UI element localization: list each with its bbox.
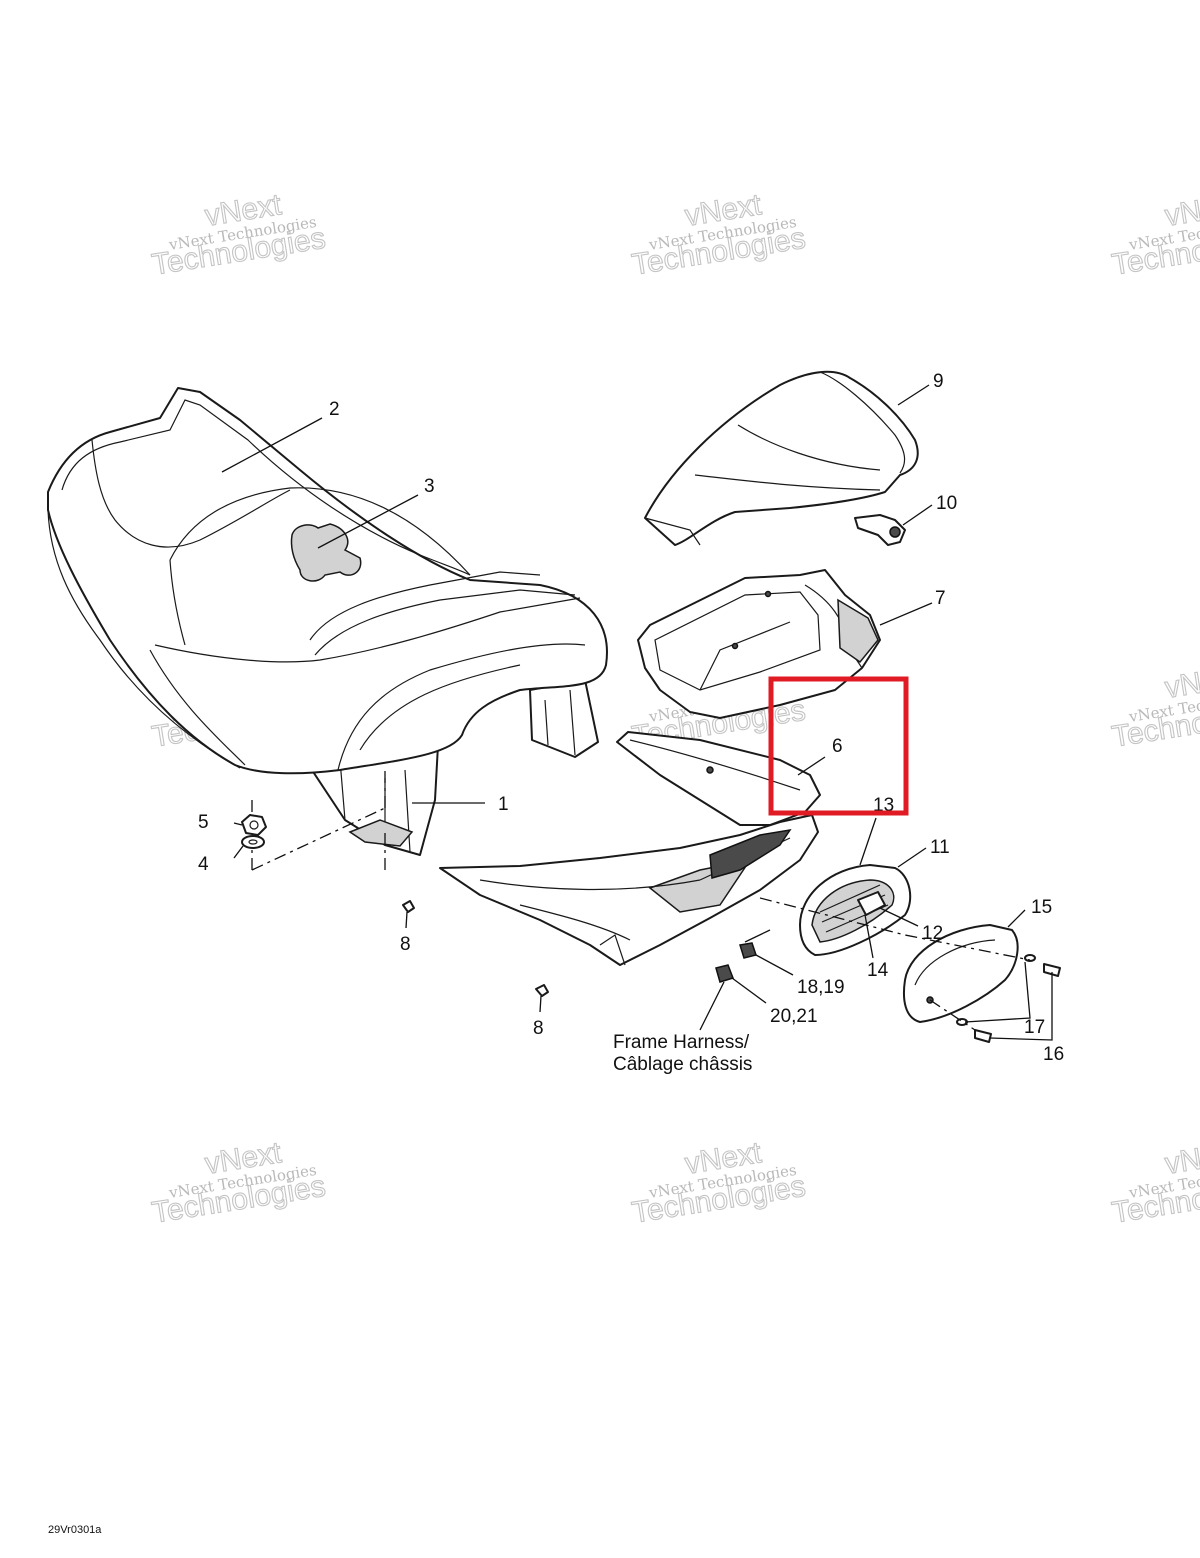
callout-7: 7	[935, 588, 946, 609]
callout-2: 2	[329, 399, 340, 420]
callout-15: 15	[1031, 897, 1052, 918]
callout-17: 17	[1024, 1017, 1045, 1038]
rear-cover	[644, 370, 919, 546]
callout-8-upper: 8	[400, 934, 411, 955]
callout-20-21: 20,21	[770, 1006, 818, 1027]
centerlines	[251, 770, 1031, 1031]
latch-clip	[854, 514, 906, 546]
callout-11: 11	[930, 837, 950, 858]
callout-5: 5	[198, 812, 209, 833]
seat-assembly	[47, 387, 608, 856]
harness-label-en: Frame Harness/	[613, 1032, 750, 1053]
callout-8-lower: 8	[533, 1018, 544, 1039]
callout-1: 1	[498, 794, 509, 815]
leader-lines	[221, 384, 1053, 1041]
seat-body	[47, 387, 608, 775]
callout-9: 9	[933, 371, 944, 392]
callout-18-19: 18,19	[797, 977, 845, 998]
callout-4: 4	[198, 854, 209, 875]
seat-cover	[61, 399, 471, 576]
lower-fairing	[439, 814, 819, 966]
callout-14: 14	[867, 960, 889, 981]
harness-label-fr: Câblage châssis	[613, 1054, 752, 1075]
seat-logo	[290, 523, 362, 582]
callout-12: 12	[922, 923, 943, 944]
reference-code: 29Vr0301a	[48, 1524, 102, 1536]
callout-6: 6	[832, 736, 843, 757]
tail-lens	[902, 924, 1019, 1023]
callout-16: 16	[1043, 1044, 1064, 1065]
storage-tray	[637, 569, 881, 719]
callout-10: 10	[936, 493, 957, 514]
tail-light	[799, 864, 912, 956]
frame-harness-label: Frame Harness/ Câblage châssis	[613, 1032, 752, 1075]
highlight-box-part-6	[768, 676, 909, 816]
callout-3: 3	[424, 476, 435, 497]
callout-labels: 1 2 3 4 5 6 7 8 8 9 10 11 12 13 14 15 16…	[198, 371, 1064, 1065]
